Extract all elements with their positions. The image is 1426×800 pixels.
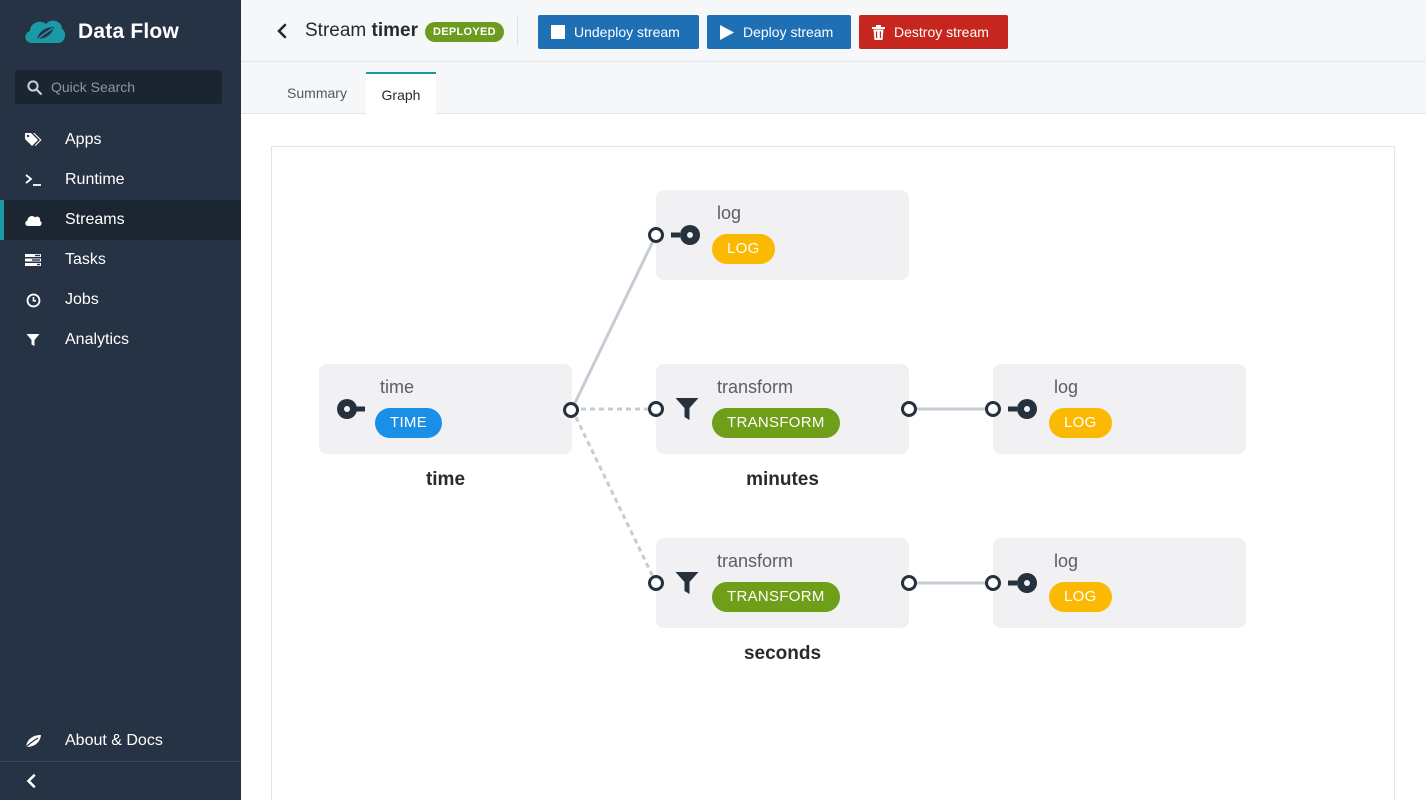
chevron-left-icon [26,774,36,788]
sidebar-item-label: Apps [65,131,102,148]
page-title: Stream timer [305,20,418,42]
node-log-seconds[interactable]: log LOG [985,538,1246,628]
title-prefix: Stream [305,20,367,41]
sidebar-item-label: Analytics [65,331,130,348]
input-port-icon[interactable] [984,574,1002,592]
node-tag: TIME [375,408,443,438]
input-port-icon[interactable] [647,226,665,244]
node-transform-seconds[interactable]: transform TRANSFORM [648,538,917,628]
input-port-icon[interactable] [984,400,1002,418]
link-time-to-transform-seconds[interactable] [570,408,658,584]
spring-cloud-logo-icon [25,20,66,43]
deploy-stream-button[interactable]: Deploy stream [707,15,851,49]
sidebar-item-tasks[interactable]: Tasks [0,240,241,280]
search-input[interactable] [51,79,211,95]
sink-icon [1008,399,1037,419]
node-name-minutes: minutes [746,469,819,490]
node-tag: TRANSFORM [712,408,840,438]
tags-icon [24,131,42,149]
about-docs-label: About & Docs [65,732,163,749]
destroy-label: Destroy stream [894,24,989,40]
sidebar: Data Flow Apps [0,0,241,800]
node-name-time: time [425,469,466,490]
tab-summary[interactable]: Summary [287,85,347,101]
destroy-stream-button[interactable]: Destroy stream [859,15,1008,49]
node-log-top[interactable]: log LOG [648,190,909,280]
stream-name: timer [371,20,418,41]
clock-icon [24,291,42,309]
output-port-icon[interactable] [900,574,918,592]
sink-icon [671,225,700,245]
trash-icon [872,24,885,40]
link-time-to-log[interactable] [570,234,658,410]
sidebar-item-about-docs[interactable]: About & Docs [0,721,241,761]
node-log-minutes[interactable]: log LOG [985,364,1246,454]
output-port-icon[interactable] [900,400,918,418]
tab-graph[interactable]: Graph [366,72,436,115]
main-content: time TIME time log LOG [241,114,1426,800]
stream-graph-canvas: time TIME time log LOG [271,146,1395,800]
search-icon [27,79,42,95]
node-tag: LOG [1049,582,1112,612]
output-port-icon[interactable] [562,401,580,419]
node-label: transform [717,551,794,571]
input-port-icon[interactable] [647,400,665,418]
node-tag: TRANSFORM [712,582,840,612]
node-name-seconds: seconds [743,643,822,664]
filter-icon [24,331,42,349]
tab-bar: Summary Graph [241,62,1426,115]
play-icon [720,24,734,40]
brand[interactable]: Data Flow [22,14,179,50]
sidebar-item-label: Jobs [65,291,99,308]
node-tag: LOG [1049,408,1112,438]
sidebar-nav: Apps Runtime Streams [0,120,241,360]
sidebar-item-jobs[interactable]: Jobs [0,280,241,320]
node-transform-minutes[interactable]: transform TRANSFORM [648,364,917,454]
node-label: log [1054,377,1079,397]
deploy-label: Deploy stream [743,24,834,40]
node-time[interactable]: time TIME [319,364,579,454]
brand-name: Data Flow [78,20,179,43]
quick-search[interactable] [15,70,222,104]
leaf-icon [24,732,42,750]
node-label: log [717,203,742,223]
tasks-icon [24,251,42,269]
source-icon [337,399,365,419]
filter-icon [675,572,699,594]
sidebar-item-label: Streams [65,211,125,228]
cloud-icon [24,211,42,229]
stop-icon [551,25,565,39]
node-label: transform [717,377,794,397]
filter-icon [675,398,699,420]
header-divider [517,16,518,46]
node-tag: LOG [712,234,775,264]
node-label: time [380,377,415,397]
page-header: Stream timer DEPLOYED Undeploy stream De… [241,0,1426,62]
sidebar-item-streams[interactable]: Streams [0,200,241,240]
terminal-icon [24,171,42,189]
undeploy-stream-button[interactable]: Undeploy stream [538,15,699,49]
input-port-icon[interactable] [647,574,665,592]
node-label: log [1054,551,1079,571]
graph-links [570,234,993,585]
sidebar-item-apps[interactable]: Apps [0,120,241,160]
undeploy-label: Undeploy stream [574,24,680,40]
sidebar-item-label: Runtime [65,171,125,188]
sidebar-item-label: Tasks [65,251,106,268]
back-arrow-icon[interactable] [275,21,289,41]
status-badge: DEPLOYED [425,22,504,42]
sidebar-item-runtime[interactable]: Runtime [0,160,241,200]
sidebar-item-analytics[interactable]: Analytics [0,320,241,360]
collapse-sidebar-button[interactable] [0,761,241,800]
sink-icon [1008,573,1037,593]
